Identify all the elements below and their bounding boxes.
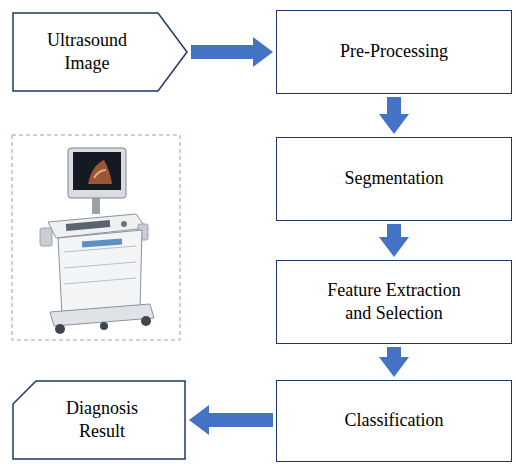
process-box: Segmentation bbox=[276, 137, 512, 221]
scan-image bbox=[88, 160, 112, 184]
monitor-housing bbox=[68, 148, 126, 198]
flow-arrow bbox=[379, 347, 409, 377]
flow-arrow bbox=[189, 405, 273, 435]
node-outline-shape bbox=[13, 381, 185, 459]
drawer-line bbox=[64, 278, 136, 284]
output-tag: Diagnosis Result bbox=[12, 380, 186, 460]
drawer-line bbox=[64, 262, 136, 268]
wheel bbox=[100, 322, 108, 330]
node-label: Classification bbox=[345, 409, 444, 432]
node-outline bbox=[12, 380, 186, 460]
probe-holder bbox=[40, 228, 52, 246]
wheel bbox=[55, 324, 65, 334]
node-label: Feature Extraction and Selection bbox=[314, 279, 474, 326]
monitor-arm bbox=[92, 196, 100, 214]
node-outline bbox=[12, 12, 188, 92]
flow-arrow bbox=[379, 224, 409, 257]
illustration-frame bbox=[12, 135, 180, 340]
node-label: Segmentation bbox=[345, 167, 444, 190]
keyboard bbox=[66, 220, 110, 231]
monitor-screen bbox=[73, 152, 121, 190]
input-tag: Ultrasound Image bbox=[12, 12, 188, 92]
node-label: Ultrasound Image bbox=[32, 29, 142, 76]
process-box: Pre-Processing bbox=[276, 10, 512, 94]
flow-arrow bbox=[379, 97, 409, 134]
process-box: Feature Extraction and Selection bbox=[276, 260, 512, 344]
node-label: Pre-Processing bbox=[340, 40, 448, 63]
process-box: Classification bbox=[276, 380, 512, 462]
drawer-line bbox=[64, 246, 136, 252]
accent-strip bbox=[82, 239, 122, 248]
flow-arrow bbox=[191, 37, 273, 67]
ultrasound-machine bbox=[40, 148, 154, 334]
node-outline-shape bbox=[13, 13, 187, 91]
cart-body bbox=[58, 230, 142, 316]
scan-image bbox=[94, 170, 106, 178]
node-label: Diagnosis Result bbox=[52, 397, 152, 444]
trackball bbox=[121, 221, 127, 227]
wheel bbox=[141, 316, 151, 326]
